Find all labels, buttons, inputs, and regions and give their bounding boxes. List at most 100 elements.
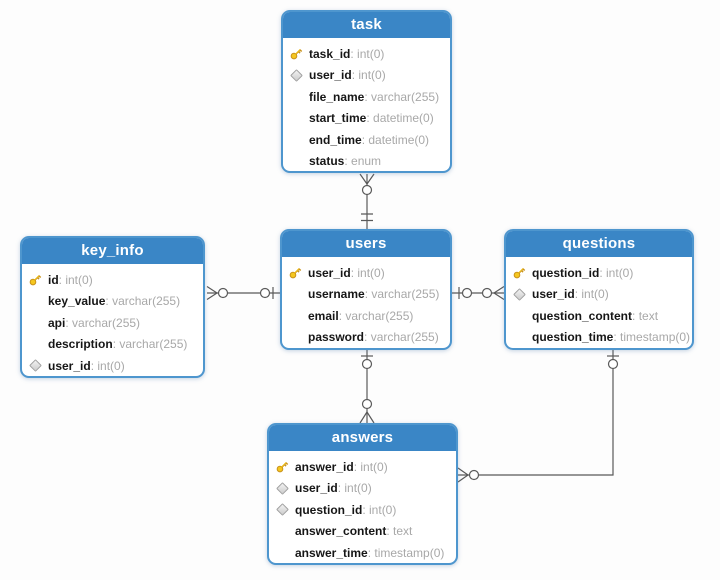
field-name: user_id xyxy=(295,481,338,496)
field-name: password xyxy=(308,330,365,345)
field-row[interactable]: statusenum xyxy=(283,151,450,172)
field-type: int(0) xyxy=(354,460,387,474)
relationship-users-answers[interactable] xyxy=(359,350,375,424)
no-icon xyxy=(287,330,304,345)
field-name: question_content xyxy=(532,308,633,323)
field-row[interactable]: answer_contenttext xyxy=(269,521,456,543)
foreign-key-icon xyxy=(274,502,291,517)
table-title[interactable]: key_info xyxy=(22,238,203,266)
field-row[interactable]: user_idint(0) xyxy=(283,65,450,87)
no-icon xyxy=(27,337,44,352)
entity-table-task[interactable]: task task_idint(0) user_idint(0) file_na… xyxy=(281,10,452,173)
field-row[interactable]: user_idint(0) xyxy=(282,262,450,284)
field-type: int(0) xyxy=(91,359,124,373)
field-row[interactable]: end_timedatetime(0) xyxy=(283,129,450,151)
field-row[interactable]: answer_idint(0) xyxy=(269,456,456,478)
relationship-users-questions[interactable] xyxy=(452,285,505,301)
field-name: answer_time xyxy=(295,545,368,560)
field-row[interactable]: question_idint(0) xyxy=(506,262,692,284)
field-type: datetime(0) xyxy=(362,133,429,147)
relationship-keyinfo-users[interactable] xyxy=(206,285,280,301)
field-type: int(0) xyxy=(362,503,396,517)
no-icon xyxy=(288,154,305,169)
table-title[interactable]: users xyxy=(282,231,450,259)
field-name: api xyxy=(48,315,66,330)
field-row[interactable]: question_idint(0) xyxy=(269,499,456,521)
field-type: int(0) xyxy=(575,287,608,301)
field-type: varchar(255) xyxy=(65,316,140,330)
relationship-task-users[interactable] xyxy=(359,173,375,229)
primary-key-icon xyxy=(27,272,44,287)
field-name: user_id xyxy=(48,358,91,373)
table-title[interactable]: answers xyxy=(269,425,456,453)
field-type: int(0) xyxy=(351,266,384,280)
foreign-key-icon xyxy=(288,68,305,83)
entity-table-questions[interactable]: questions question_idint(0) user_idint(0… xyxy=(504,229,694,350)
field-type: timestamp(0) xyxy=(613,330,690,344)
no-icon xyxy=(288,89,305,104)
entity-table-users[interactable]: users user_idint(0) usernamevarchar(255)… xyxy=(280,229,452,350)
field-type: text xyxy=(632,309,658,323)
field-row[interactable]: start_timedatetime(0) xyxy=(283,108,450,130)
field-type: datetime(0) xyxy=(366,111,434,125)
field-type: varchar(255) xyxy=(105,294,180,308)
field-type: timestamp(0) xyxy=(368,546,444,560)
field-name: key_value xyxy=(48,294,106,309)
field-name: description xyxy=(48,337,113,352)
field-name: user_id xyxy=(532,287,575,302)
field-type: varchar(255) xyxy=(364,330,439,344)
primary-key-icon xyxy=(274,459,291,474)
field-row[interactable]: user_idint(0) xyxy=(269,478,456,500)
no-icon xyxy=(274,545,291,560)
field-name: answer_id xyxy=(295,459,354,474)
field-name: user_id xyxy=(309,68,352,83)
table-title[interactable]: task xyxy=(283,12,450,40)
field-type: varchar(255) xyxy=(364,90,439,104)
field-name: question_time xyxy=(532,330,614,345)
field-row[interactable]: descriptionvarchar(255) xyxy=(22,334,203,356)
primary-key-icon xyxy=(511,265,528,280)
no-icon xyxy=(511,308,528,323)
field-row[interactable]: question_contenttext xyxy=(506,305,692,327)
field-row[interactable]: idint(0) xyxy=(22,269,203,291)
field-type: varchar(255) xyxy=(339,309,413,323)
no-icon xyxy=(288,132,305,147)
field-row[interactable]: question_timetimestamp(0) xyxy=(506,327,692,349)
field-name: task_id xyxy=(309,46,351,61)
field-type: enum xyxy=(344,154,381,168)
field-name: status xyxy=(309,154,345,169)
relationship-answers-questions[interactable] xyxy=(457,350,619,483)
foreign-key-icon xyxy=(27,358,44,373)
field-name: user_id xyxy=(308,265,351,280)
field-type: int(0) xyxy=(352,68,385,82)
field-row[interactable]: usernamevarchar(255) xyxy=(282,284,450,306)
field-type: int(0) xyxy=(59,273,92,287)
field-row[interactable]: emailvarchar(255) xyxy=(282,305,450,327)
field-row[interactable]: user_idint(0) xyxy=(22,355,203,376)
foreign-key-icon xyxy=(274,481,291,496)
field-row[interactable]: task_idint(0) xyxy=(283,43,450,65)
table-fields: user_idint(0) usernamevarchar(255) email… xyxy=(282,259,450,349)
field-type: int(0) xyxy=(599,266,633,280)
field-row[interactable]: key_valuevarchar(255) xyxy=(22,291,203,313)
field-row[interactable]: apivarchar(255) xyxy=(22,312,203,334)
field-name: file_name xyxy=(309,89,365,104)
primary-key-icon xyxy=(287,265,304,280)
field-type: int(0) xyxy=(338,481,371,495)
field-row[interactable]: user_idint(0) xyxy=(506,284,692,306)
entity-table-key-info[interactable]: key_info idint(0) key_valuevarchar(255) … xyxy=(20,236,205,378)
foreign-key-icon xyxy=(511,287,528,302)
field-name: answer_content xyxy=(295,524,387,539)
no-icon xyxy=(287,287,304,302)
field-name: start_time xyxy=(309,111,367,126)
no-icon xyxy=(274,524,291,539)
table-fields: question_idint(0) user_idint(0) question… xyxy=(506,259,692,349)
field-row[interactable]: passwordvarchar(255) xyxy=(282,327,450,349)
field-type: text xyxy=(386,524,412,538)
field-row[interactable]: answer_timetimestamp(0) xyxy=(269,542,456,563)
primary-key-icon xyxy=(288,46,305,61)
field-row[interactable]: file_namevarchar(255) xyxy=(283,86,450,108)
table-title[interactable]: questions xyxy=(506,231,692,259)
entity-table-answers[interactable]: answers answer_idint(0) user_idint(0) qu… xyxy=(267,423,458,565)
